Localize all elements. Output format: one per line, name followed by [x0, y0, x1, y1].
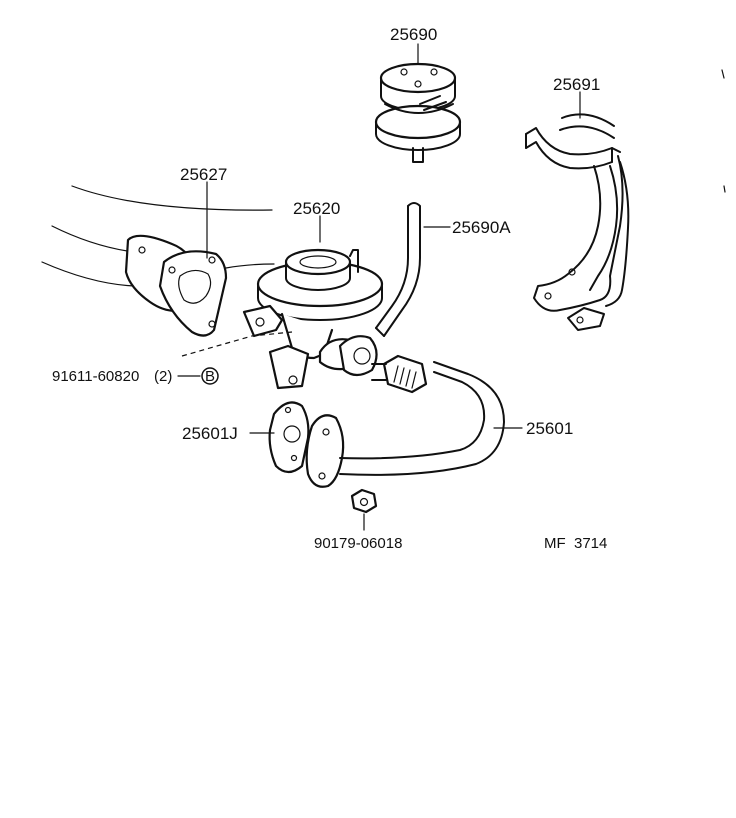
- part-egr-valve-drawing: [242, 248, 384, 390]
- part-egr-modulator-drawing: [374, 62, 462, 163]
- part-bracket-drawing: [525, 113, 630, 331]
- part-gasket-25601j-drawing: [268, 401, 310, 474]
- label-25627: 25627: [180, 165, 227, 184]
- part-vacuum-hose-drawing: [375, 202, 421, 337]
- part-nut-drawing: [350, 488, 378, 514]
- marker-b-label: B: [205, 368, 215, 385]
- label-90179: 90179-06018: [314, 535, 402, 552]
- scan-mark-1: [721, 69, 725, 79]
- label-91611: 91611-60820: [52, 368, 139, 385]
- label-25691: 25691: [553, 75, 600, 94]
- marker-b-circle: [201, 367, 219, 385]
- label-25690a: 25690A: [452, 218, 511, 237]
- part-gasket-25627-drawing: [124, 234, 228, 337]
- bolt-dashed-line: [181, 331, 293, 357]
- label-25620: 25620: [293, 199, 340, 218]
- figure-code: MF 3714: [544, 535, 607, 552]
- label-bolt-qty: (2): [154, 368, 172, 385]
- part-egr-pipe-drawing: [305, 354, 505, 488]
- scan-mark-2: [723, 185, 726, 193]
- label-25601: 25601: [526, 419, 573, 438]
- label-25690: 25690: [390, 25, 437, 44]
- label-25601j: 25601J: [182, 424, 238, 443]
